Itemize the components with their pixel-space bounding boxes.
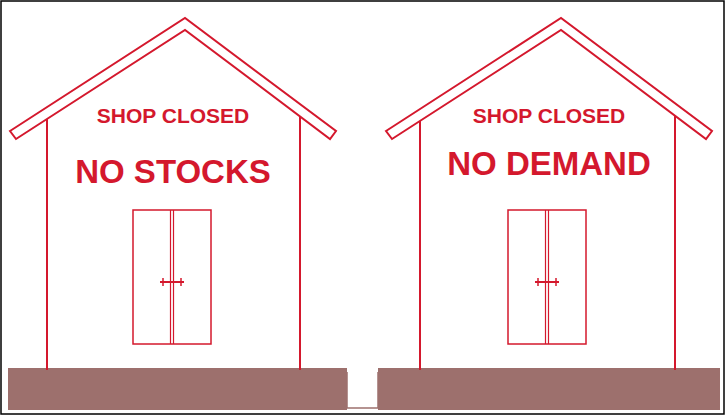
- wall: [419, 121, 421, 370]
- shop-house: SHOP CLOSED NO STOCKS: [10, 18, 336, 370]
- closure-reason: NO STOCKS: [10, 154, 336, 190]
- ground-bar: [378, 368, 720, 410]
- roof: [10, 18, 336, 139]
- closure-reason: NO DEMAND: [386, 146, 712, 182]
- wall: [46, 119, 48, 370]
- door-split: [548, 210, 549, 344]
- shop-status: SHOP CLOSED: [386, 104, 712, 127]
- wall: [674, 116, 676, 370]
- door-split: [170, 210, 171, 344]
- house-outline: [386, 18, 712, 370]
- shop-house: SHOP CLOSED NO DEMAND: [386, 18, 712, 370]
- door-handle: [180, 278, 182, 286]
- roof: [386, 18, 712, 139]
- door-split: [173, 210, 174, 344]
- door-handle: [162, 278, 164, 286]
- door-handle: [555, 278, 557, 286]
- wall: [299, 116, 301, 370]
- ground-gap: [347, 372, 378, 408]
- door: [508, 210, 586, 344]
- door-handle: [537, 278, 539, 286]
- ground-bar: [8, 368, 347, 410]
- door: [133, 210, 211, 344]
- shop-status: SHOP CLOSED: [10, 104, 336, 127]
- door-split: [545, 210, 546, 344]
- house-outline: [10, 18, 336, 370]
